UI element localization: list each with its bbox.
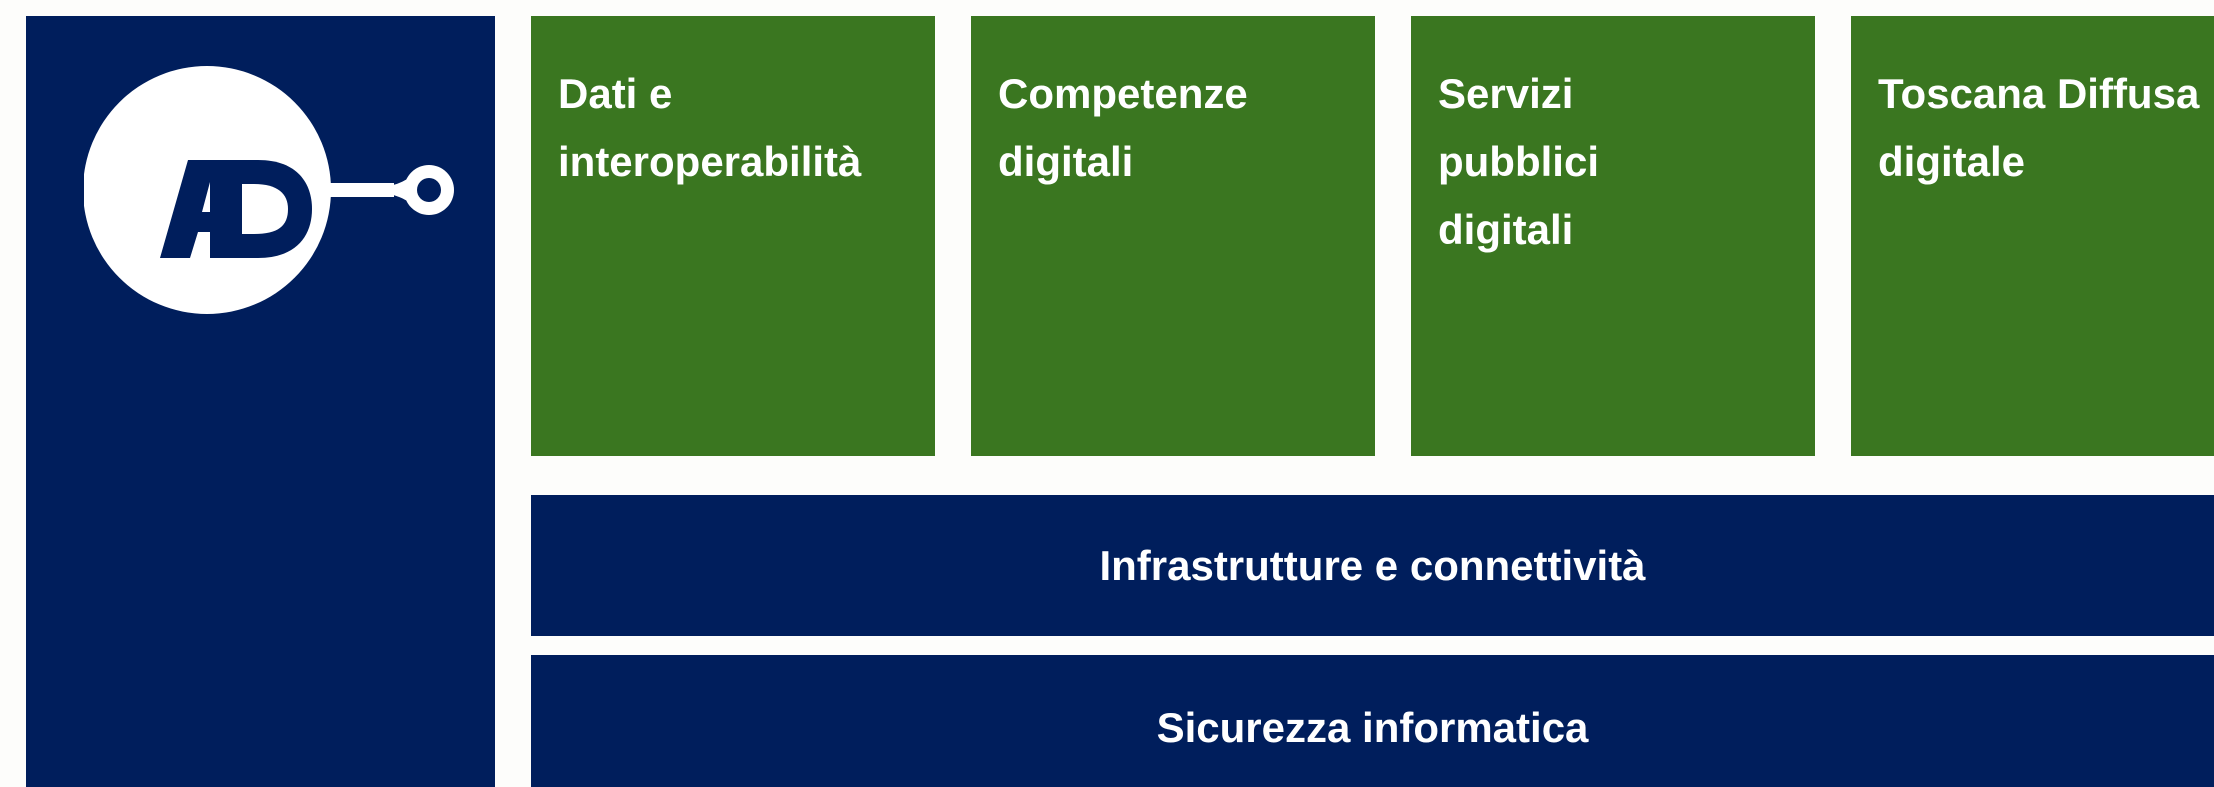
- bar-sicurezza-informatica: Sicurezza informatica: [531, 655, 2214, 787]
- tile-label-line: Competenze: [998, 70, 1248, 117]
- tile-competenze-digitali: Competenze digitali: [971, 16, 1375, 456]
- bar-label: Infrastrutture e connettività: [1099, 541, 1646, 589]
- tile-label-line: Servizi: [1438, 70, 1574, 117]
- ad-logo-icon: [84, 66, 474, 326]
- tile-servizi-pubblici-digitali: Servizi pubblici digitali: [1411, 16, 1815, 456]
- tile-label-line: interoperabilità: [558, 138, 862, 185]
- tile-dati-interoperabilita: Dati e interoperabilità: [531, 16, 935, 456]
- tile-label-line: Dati e: [558, 70, 673, 117]
- tile-label-line: digitale: [1878, 138, 2026, 185]
- left-panel: [26, 16, 495, 787]
- bar-label: Sicurezza informatica: [1156, 704, 1589, 751]
- tile-label-line: pubblici: [1438, 138, 1599, 185]
- tile-toscana-diffusa-digitale: Toscana Diffusa digitale: [1851, 16, 2214, 456]
- tile-label-line: digitali: [998, 138, 1134, 185]
- tile-label-line: Toscana Diffusa: [1878, 70, 2200, 117]
- tile-label-line: digitali: [1438, 206, 1574, 253]
- bar-infrastrutture-connettivita: Infrastrutture e connettività: [531, 495, 2214, 636]
